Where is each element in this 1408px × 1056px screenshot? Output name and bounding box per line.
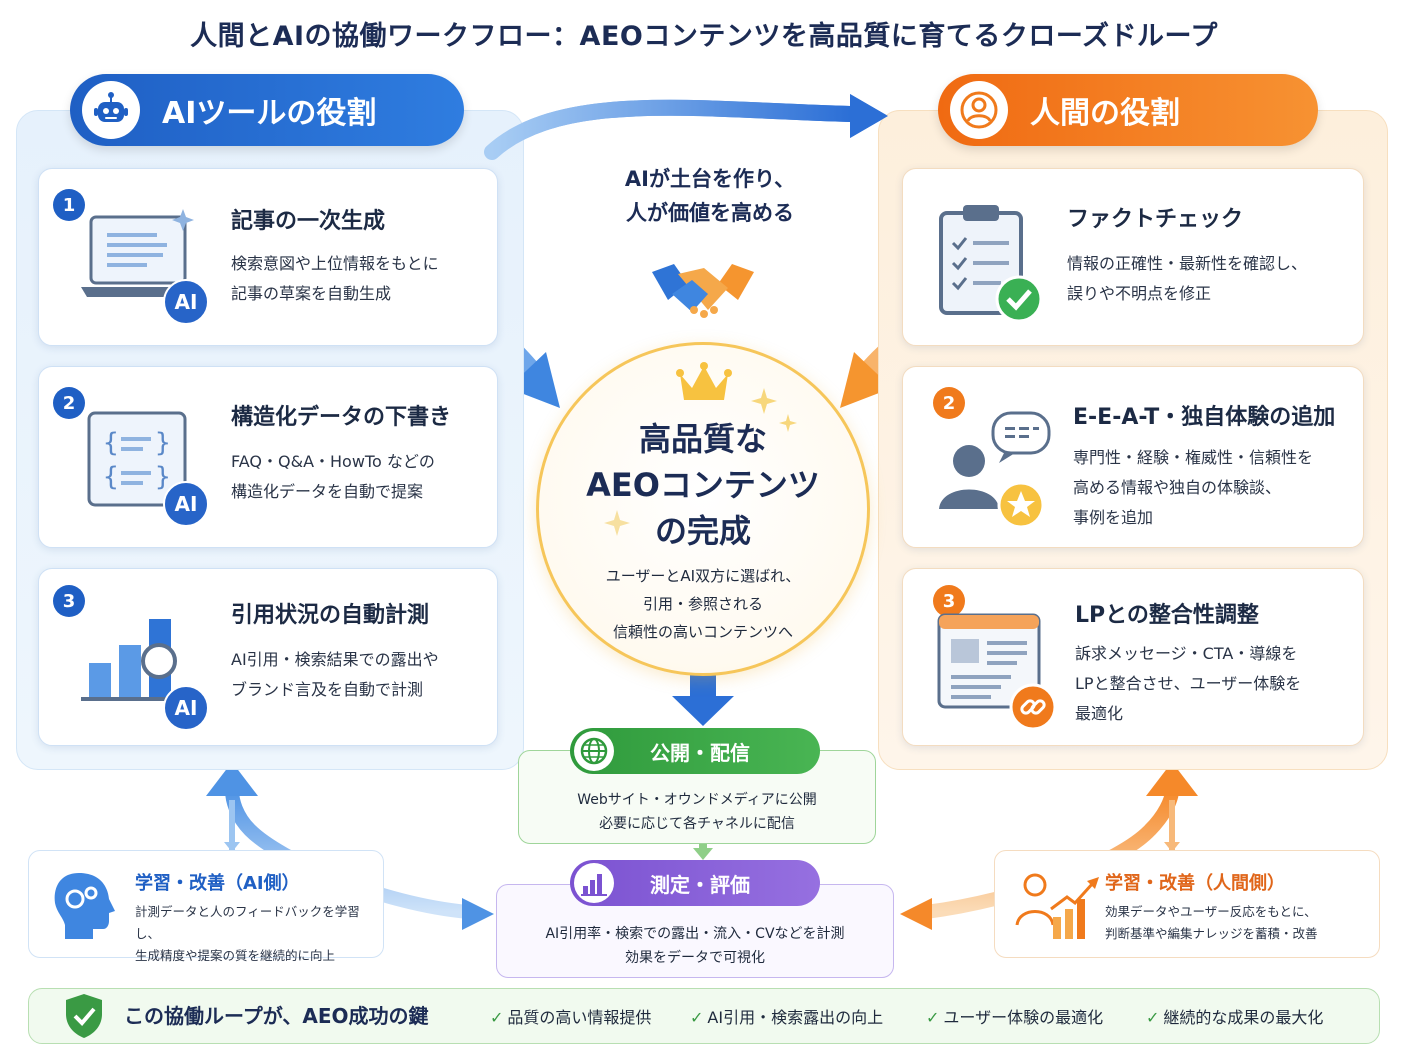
learn-ai-title: 学習・改善（AI側） (135, 873, 300, 894)
globe-icon (574, 731, 614, 771)
human-learning-box: 学習・改善（人間側） 効果データやユーザー反応をもとに、 判断基準や編集ナレッジ… (994, 850, 1380, 958)
footer-benefit-label: 継続的な成果の最大化 (1163, 1008, 1324, 1027)
measure-header: 測定・評価 (570, 860, 820, 906)
step-number: 2 (53, 387, 85, 419)
card-title: ファクトチェック (1067, 207, 1244, 232)
footer-benefit: ✓ユーザー体験の最適化 (926, 1004, 1103, 1028)
footer-benefit-label: ユーザー体験の最適化 (943, 1008, 1104, 1027)
ai-role-header: AIツールの役割 (70, 74, 464, 146)
card-desc: AI引用・検索結果での露出や ブランド言及を自動で計測 (231, 650, 439, 699)
code-document-icon: { } { } (87, 411, 187, 507)
human-card-fact-check: ファクトチェック 情報の正確性・最新性を確認し、 誤りや不明点を修正 (902, 168, 1364, 346)
sparkle-icon (604, 510, 630, 536)
check-icon: ✓ (1146, 1008, 1160, 1027)
svg-text:}: } (155, 462, 171, 492)
card-desc: 訴求メッセージ・CTA・導線を LPと整合させ、ユーザー体験を 最適化 (1075, 644, 1302, 723)
sparkle-icon (751, 388, 797, 432)
bar-chart-magnifier-icon (81, 619, 191, 701)
ai-card-citation-tracking: 3 AI 引用状況の自動計測 AI引用・検索結果での露出や ブランド言及を自動で… (38, 568, 498, 746)
human-card-lp-alignment: 3 LPとの整合性調整 訴求メッセージ・CTA・導線を LPと整合させ、ユーザー… (902, 568, 1364, 746)
step-number: 2 (933, 387, 965, 419)
completion-subtitle: ユーザーとAI双方に選ばれ、 引用・参照される 信頼性の高いコンテンツへ (605, 567, 801, 641)
publish-label: 公開・配信 (650, 740, 750, 765)
svg-text:{: { (103, 462, 119, 492)
step-number: 1 (53, 189, 85, 221)
measure-label: 測定・評価 (650, 872, 750, 897)
shield-check-icon (66, 994, 102, 1038)
brain-gear-icon (54, 873, 115, 939)
check-icon: ✓ (690, 1008, 704, 1027)
card-desc: FAQ・Q&A・HowTo などの 構造化データを自動で提案 (231, 452, 435, 501)
publish-desc: Webサイト・オウンドメディアに公開 必要に応じて各チャネルに配信 (577, 792, 817, 832)
crown-icon (676, 362, 732, 400)
svg-text:}: } (155, 428, 171, 458)
human-role-header: 人間の役割 (938, 74, 1318, 146)
learn-human-title: 学習・改善（人間側） (1105, 873, 1285, 894)
checklist-clipboard-icon (939, 205, 1043, 323)
page-title: 人間とAIの協働ワークフロー：AEOコンテンツを高品質に育てるクローズドループ (190, 21, 1218, 52)
left-loop-arrow (225, 783, 475, 919)
card-desc: 情報の正確性・最新性を確認し、 誤りや不明点を修正 (1067, 254, 1308, 303)
card-desc: 検索意図や上位情報をもとに 記事の草案を自動生成 (231, 254, 439, 303)
footer-benefit-label: 品質の高い情報提供 (507, 1008, 652, 1027)
handshake-icon (652, 264, 754, 318)
footer-benefit: ✓継続的な成果の最大化 (1146, 1004, 1323, 1028)
learn-human-desc: 効果データやユーザー反応をもとに、 判断基準や編集ナレッジを蓄積・改善 (1105, 904, 1318, 941)
human-role-header-label: 人間の役割 (1030, 96, 1180, 131)
robot-icon (82, 81, 140, 139)
top-arrow-overlay (484, 94, 888, 160)
publish-header: 公開・配信 (570, 728, 820, 774)
human-card-eeat: 2 E-E-A-T・独自体験の追加 専門性・経験・権威性・信頼性を 高める情報や… (902, 366, 1364, 548)
ai-learning-box: 学習・改善（AI側） 計測データと人のフィードバックを学習し、 生成精度や提案の… (28, 850, 384, 963)
check-icon: ✓ (490, 1008, 504, 1027)
learn-ai-desc: 計測データと人のフィードバックを学習し、 生成精度や提案の質を継続的に向上 (135, 904, 360, 963)
ai-badge: AI (163, 279, 209, 325)
measure-desc: AI引用率・検索での露出・流入・CVなどを計測 効果をデータで可視化 (545, 926, 845, 966)
ai-badge: AI (163, 481, 209, 527)
card-title: 引用状況の自動計測 (231, 603, 430, 628)
card-title: LPとの整合性調整 (1075, 603, 1259, 628)
footer-main-text: この協働ループが、AEO成功の鍵 (124, 1004, 429, 1028)
ai-role-header-label: AIツールの役割 (162, 96, 377, 131)
step-number: 3 (53, 585, 85, 617)
right-loop-arrow (919, 783, 1179, 919)
footer-banner (28, 988, 1380, 1044)
bar-chart-icon (574, 863, 614, 903)
person-growth-chart-icon (1015, 873, 1099, 939)
footer-benefit: ✓AI引用・検索露出の向上 (690, 1004, 883, 1028)
footer-benefit-label: AI引用・検索露出の向上 (707, 1008, 884, 1027)
person-icon (950, 81, 1008, 139)
ai-card-draft-generation: 1 AI 記事の一次生成 検索意図や上位情報をもとに 記事の草案を自動生成 (38, 168, 498, 346)
card-title: E-E-A-T・独自体験の追加 (1073, 405, 1336, 430)
card-title: 記事の一次生成 (231, 209, 386, 234)
card-desc: 専門性・経験・権威性・信頼性を 高める情報や独自の体験談、 事例を追加 (1073, 448, 1314, 527)
check-icon: ✓ (926, 1008, 940, 1027)
card-title: 構造化データの下書き (231, 405, 452, 430)
center-tagline: AIが土台を作り、 人が価値を高める (624, 167, 796, 225)
footer-benefit: ✓品質の高い情報提供 (490, 1004, 651, 1028)
person-speech-star-icon (939, 411, 1051, 529)
step-number: 3 (933, 585, 965, 617)
ai-badge: AI (163, 685, 209, 731)
svg-text:{: { (103, 428, 119, 458)
completion-title: 高品質な AEOコンテンツ の完成 (586, 420, 820, 550)
ai-card-structured-data: 2 { } { } AI 構造化データの下書き FAQ・Q&A・HowTo など… (38, 366, 498, 548)
webpage-link-icon (937, 613, 1057, 731)
